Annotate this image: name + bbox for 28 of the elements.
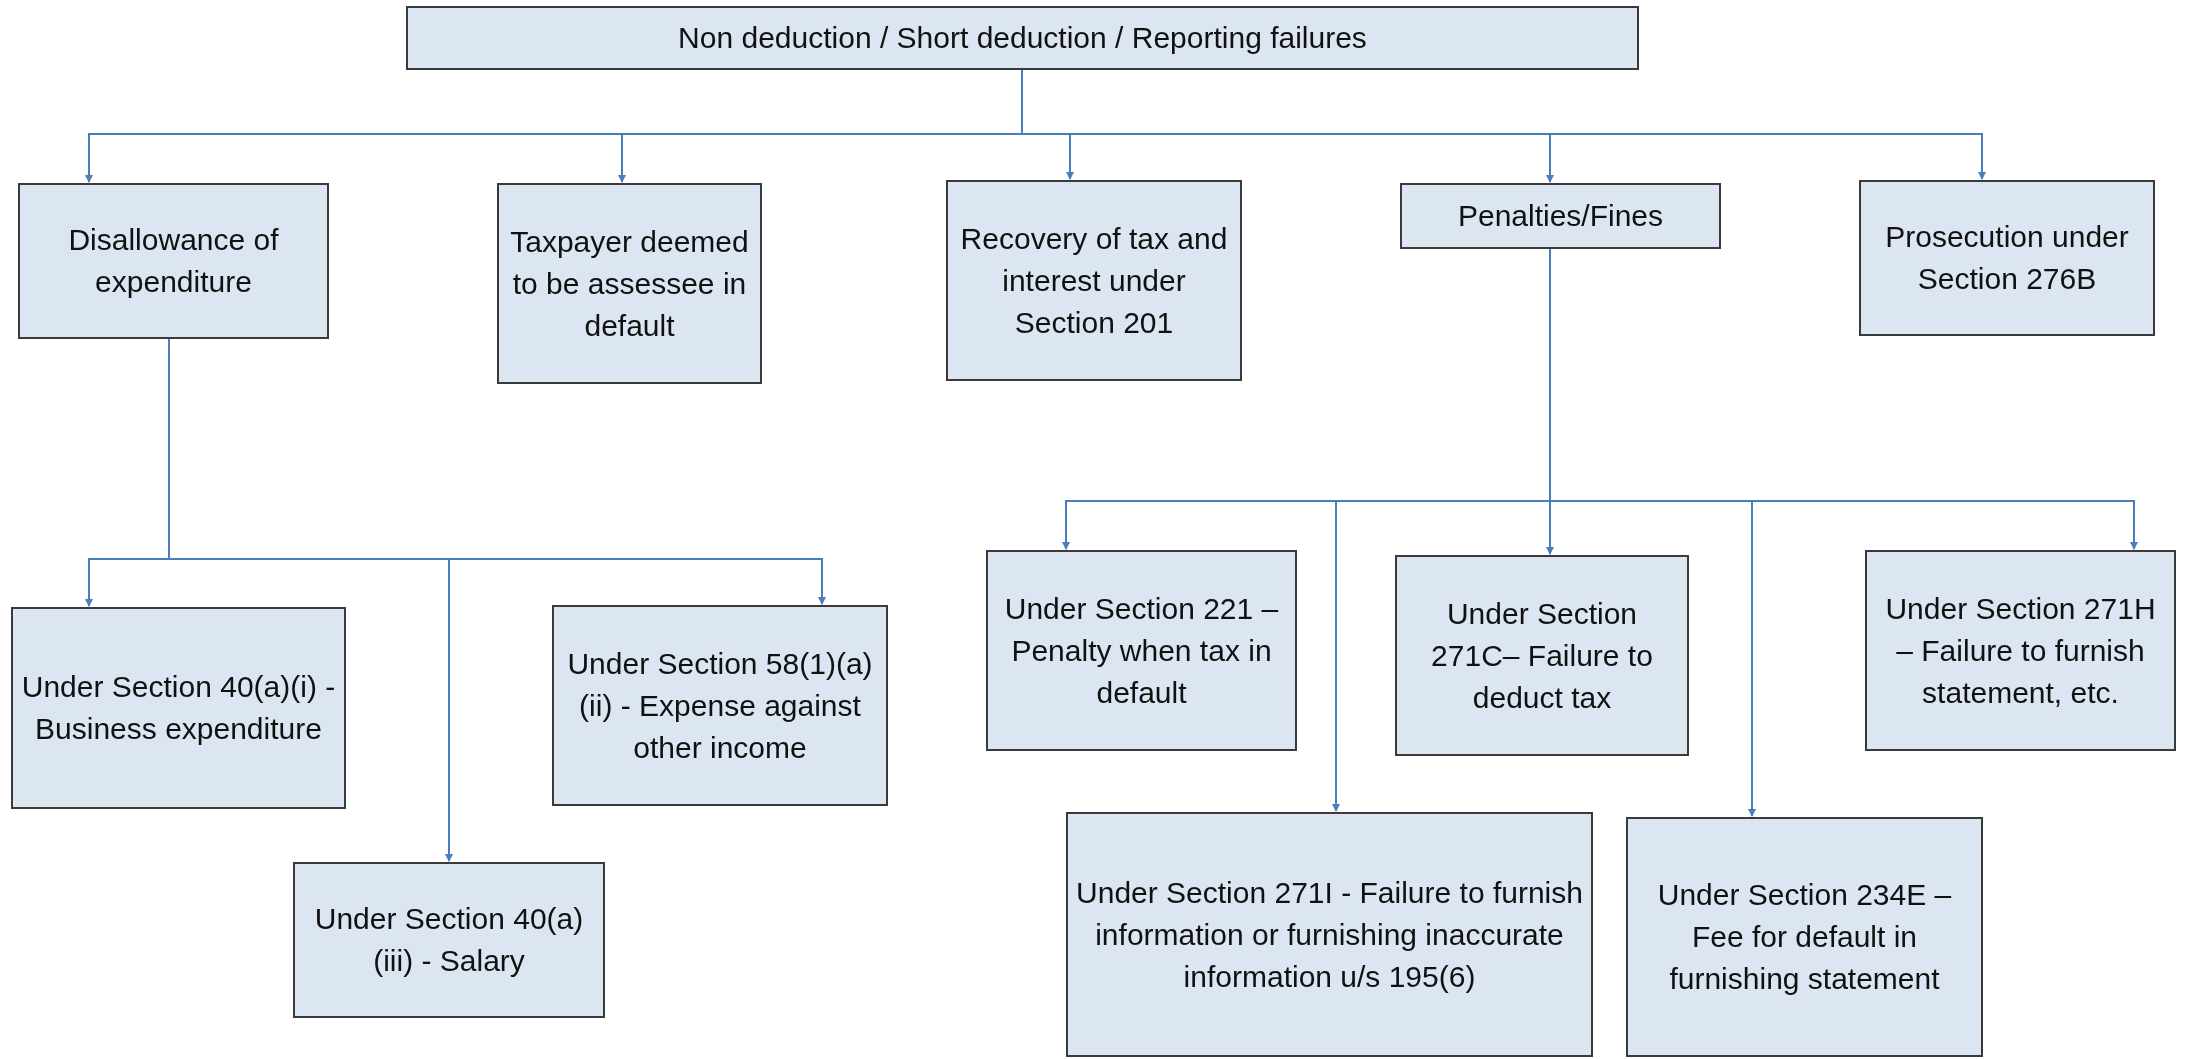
process-box	[1626, 817, 1983, 1057]
box-label: Taxpayer deemed to be assessee in default	[509, 223, 750, 344]
process-box	[497, 183, 762, 384]
process-box	[1859, 180, 2155, 336]
box-label: Non deduction / Short deduction / Reporting failures	[678, 20, 1367, 56]
box-label: Under Section 271I - Failure to furnish information or furnishing inaccurate information u/s 195(6)	[1076, 874, 1583, 995]
box-label: Under Section 40(a)(i) - Business expenditure	[21, 669, 336, 747]
box-label: Penalties/Fines	[1457, 198, 1664, 234]
box-label: Under Section 271H – Failure to furnish statement, etc.	[1884, 590, 2157, 711]
process-box	[1395, 555, 1689, 756]
box-label: Under Section 234E – Fee for default in furnishing statement	[1656, 877, 1953, 997]
process-box	[406, 6, 1639, 70]
process-box	[18, 183, 329, 339]
box-label: Under Section 58(1)(a)(ii) - Expense against other income	[566, 645, 874, 766]
process-box	[11, 607, 346, 809]
box-label: Under Section 40(a)(iii) - Salary	[313, 901, 585, 979]
box-label: Prosecution under Section 276B	[1884, 219, 2130, 297]
process-box	[1865, 550, 2176, 751]
process-box	[1066, 812, 1593, 1057]
box-label: Disallowance of expenditure	[67, 222, 280, 300]
process-box	[552, 605, 888, 806]
process-box	[293, 862, 605, 1018]
process-box	[1400, 183, 1721, 249]
box-label: Under Section 271C– Failure to deduct tax	[1430, 595, 1654, 716]
box-label: Under Section 221 – Penalty when tax in default	[1003, 590, 1280, 711]
process-box	[986, 550, 1297, 751]
box-label: Recovery of tax and interest under Section 201	[959, 220, 1229, 341]
process-box	[946, 180, 1242, 381]
